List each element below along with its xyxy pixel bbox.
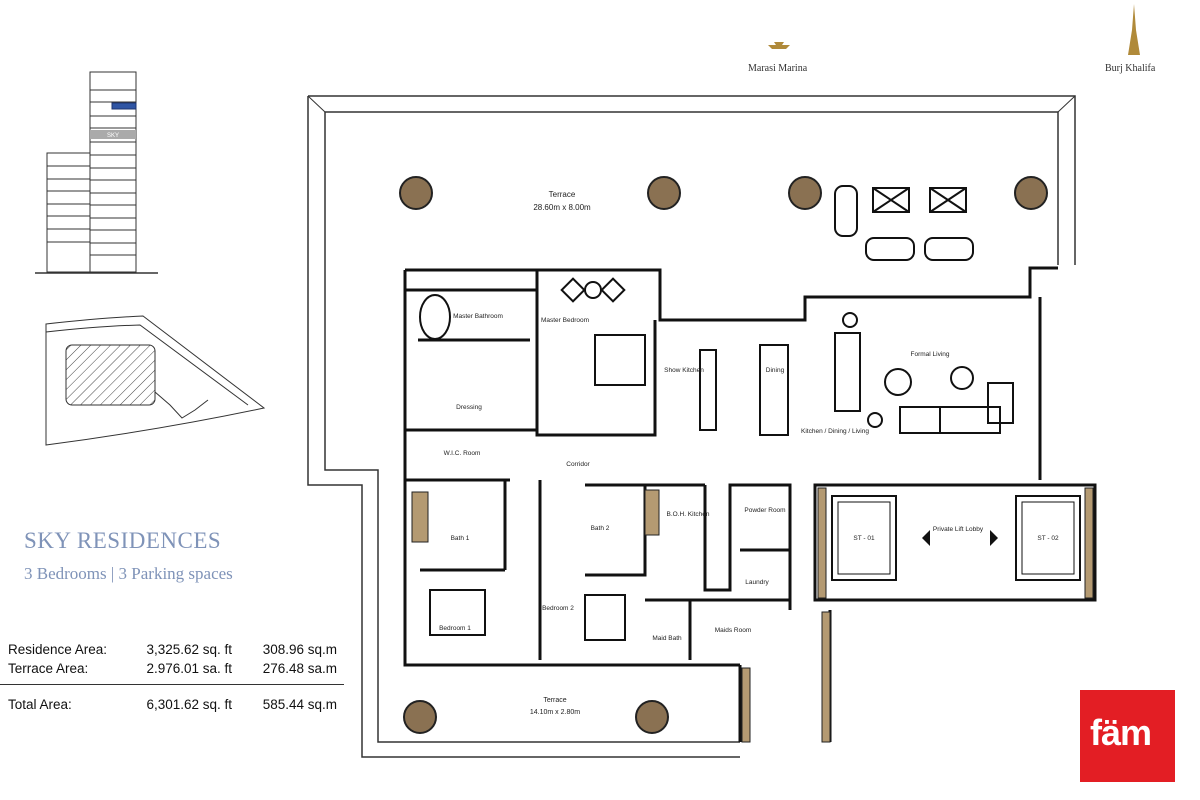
unit-highlight <box>111 102 137 110</box>
maids-room-label: Maids Room <box>715 627 751 634</box>
site-plan <box>45 315 266 446</box>
terrace-top-dims: 28.60m x 8.00m <box>533 203 591 212</box>
area-row-total: Total Area: 6,301.62 sq. ft 585.44 sq.m <box>8 695 344 714</box>
fam-logo: fäm <box>1080 690 1175 782</box>
fam-logo-text: fäm <box>1090 712 1152 753</box>
building-elevation <box>35 71 158 274</box>
sky-floor-marker <box>90 130 136 139</box>
lift-lobby-label: Private Lift Lobby <box>933 526 984 533</box>
area-sqm: 585.44 sq.m <box>262 697 337 712</box>
column <box>635 700 669 734</box>
powder-room-label: Powder Room <box>744 507 785 514</box>
column <box>399 176 433 210</box>
area-sqft: 2.976.01 sa. ft <box>146 661 232 676</box>
column <box>403 700 437 734</box>
master-bedroom-label: Master Bedroom <box>541 317 589 324</box>
room-labels: Terrace 28.60m x 8.00m Terrace 14.10m x … <box>439 190 1059 716</box>
bath-1-label: Bath 1 <box>451 535 470 542</box>
structural-walls <box>411 487 1094 743</box>
bedroom-1-label: Bedroom 1 <box>439 625 471 632</box>
lift-arrow-icon <box>922 530 998 546</box>
laundry-label: Laundry <box>745 579 769 586</box>
project-subtitle: 3 Bedrooms | 3 Parking spaces <box>24 564 233 583</box>
yacht-icon <box>768 42 790 49</box>
show-kitchen-label: Show Kitchen <box>664 367 704 374</box>
area-row-terrace: Terrace Area: 2.976.01 sa. ft 276.48 sa.… <box>8 659 344 678</box>
lift-st01 <box>831 495 897 581</box>
marasi-marina-label: Marasi Marina <box>748 63 808 74</box>
maid-bath-label: Maid Bath <box>652 635 682 642</box>
area-sqm: 308.96 sq.m <box>262 642 337 657</box>
walls <box>403 266 1097 742</box>
terrace-corner <box>307 95 1076 113</box>
dining-label: Dining <box>766 367 785 374</box>
terrace-bottom-dims: 14.10m x 2.80m <box>530 709 580 716</box>
lift-st02 <box>1015 495 1081 581</box>
terrace-top-label: Terrace <box>549 190 576 199</box>
area-sqft: 3,325.62 sq. ft <box>146 642 232 657</box>
column <box>647 176 681 210</box>
area-label: Total Area: <box>8 697 72 712</box>
formal-living-label: Formal Living <box>910 351 949 358</box>
area-sqft: 6,301.62 sq. ft <box>146 697 232 712</box>
area-row-residence: Residence Area: 3,325.62 sq. ft 308.96 s… <box>8 640 344 659</box>
terrace-furniture <box>834 185 974 261</box>
column <box>788 176 822 210</box>
st-01-label: ST - 01 <box>853 535 875 542</box>
bedroom-2-label: Bedroom 2 <box>542 605 574 612</box>
interior-furniture <box>419 277 1014 641</box>
project-title: SKY RESIDENCES <box>24 528 222 553</box>
columns <box>399 176 1048 734</box>
bath-2-label: Bath 2 <box>591 525 610 532</box>
master-bathroom-label: Master Bathroom <box>453 313 503 320</box>
area-label: Terrace Area: <box>8 661 89 676</box>
sky-floor-label: SKY <box>107 133 119 139</box>
area-label: Residence Area: <box>8 642 108 657</box>
wic-label: W.I.C. Room <box>444 450 481 457</box>
burj-khalifa-icon <box>1128 4 1140 55</box>
terrace-bottom-label: Terrace <box>543 697 566 704</box>
kitchen-dining-living-label: Kitchen / Dining / Living <box>801 428 869 435</box>
column <box>1014 176 1048 210</box>
burj-khalifa-label: Burj Khalifa <box>1105 63 1156 74</box>
area-table: Residence Area: 3,325.62 sq. ft 308.96 s… <box>0 640 344 714</box>
st-02-label: ST - 02 <box>1037 535 1059 542</box>
corridor-label: Corridor <box>566 461 590 468</box>
boh-kitchen-label: B.O.H. Kitchen <box>667 511 710 518</box>
area-sqm: 276.48 sa.m <box>262 661 337 676</box>
divider <box>0 684 344 685</box>
dressing-label: Dressing <box>456 404 482 411</box>
lift-cores <box>831 495 1081 581</box>
